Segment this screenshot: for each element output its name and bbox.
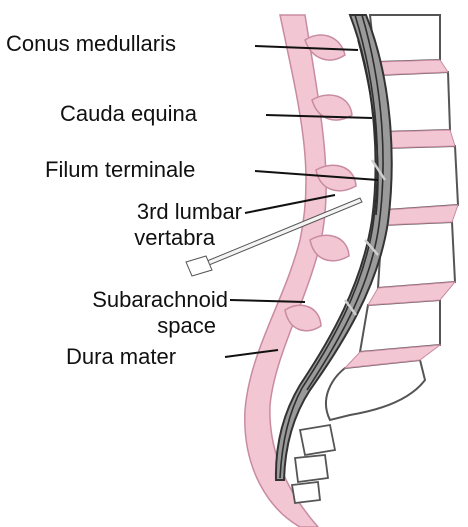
label-dura-mater: Dura mater: [66, 345, 176, 369]
label-cauda-equina: Cauda equina: [60, 102, 197, 126]
vertebra-5: [360, 300, 440, 352]
label-filum-terminale: Filum terminale: [45, 158, 195, 182]
label-subarachnoid: Subarachnoid: [20, 288, 228, 312]
sacrum: [326, 360, 425, 420]
vertebra-1: [370, 15, 440, 62]
label-conus-medullaris: Conus medullaris: [6, 32, 176, 56]
label-vertabra: vertabra: [100, 226, 215, 250]
label-3rd-lumbar: 3rd lumbar: [100, 200, 242, 224]
needle-hub: [186, 256, 212, 276]
vertebra-3: [383, 146, 458, 210]
label-space: space: [20, 314, 216, 338]
coccyx: [292, 425, 335, 503]
vertebra-4: [378, 222, 455, 288]
